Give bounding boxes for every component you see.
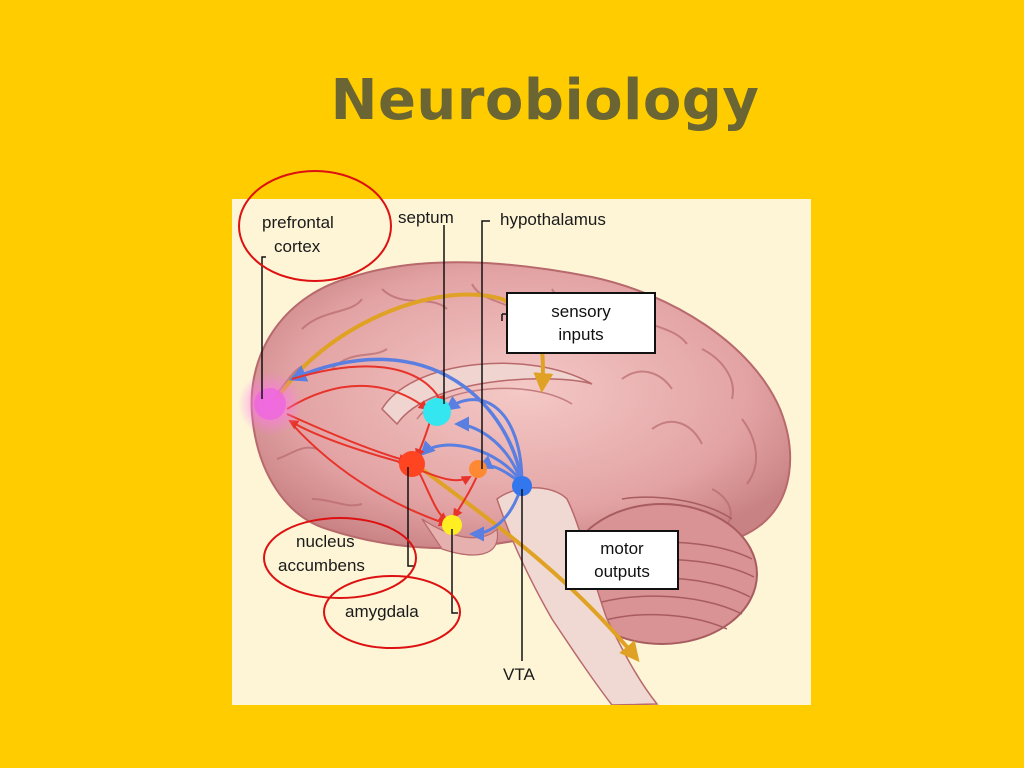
brain-illustration	[238, 220, 792, 705]
prefrontal-label-line2: cortex	[274, 237, 321, 256]
vta-region	[512, 476, 532, 496]
sensory-inputs-box: sensory inputs	[506, 292, 656, 354]
nucleus-label-line2: accumbens	[278, 556, 365, 575]
motor-label-line1: motor	[600, 539, 644, 558]
hypothalamus-region	[469, 460, 487, 478]
nucleus-accumbens-region	[399, 451, 425, 477]
hypothalamus-label: hypothalamus	[500, 210, 606, 229]
prefrontal-label-line1: prefrontal	[262, 213, 334, 232]
septum-label: septum	[398, 208, 454, 227]
motor-outputs-box: motor outputs	[565, 530, 679, 590]
amygdala-label: amygdala	[345, 602, 419, 621]
vta-label: VTA	[503, 665, 535, 684]
sensory-label-line2: inputs	[558, 325, 604, 344]
sensory-label-line1: sensory	[551, 302, 611, 321]
brain-diagram: prefrontal cortex septum hypothalamus se…	[232, 199, 811, 705]
nucleus-label-line1: nucleus	[296, 532, 355, 551]
amygdala-region	[442, 515, 462, 535]
septum-region	[423, 398, 451, 426]
motor-label-line2: outputs	[594, 562, 650, 581]
slide-title: Neurobiology	[330, 68, 760, 133]
